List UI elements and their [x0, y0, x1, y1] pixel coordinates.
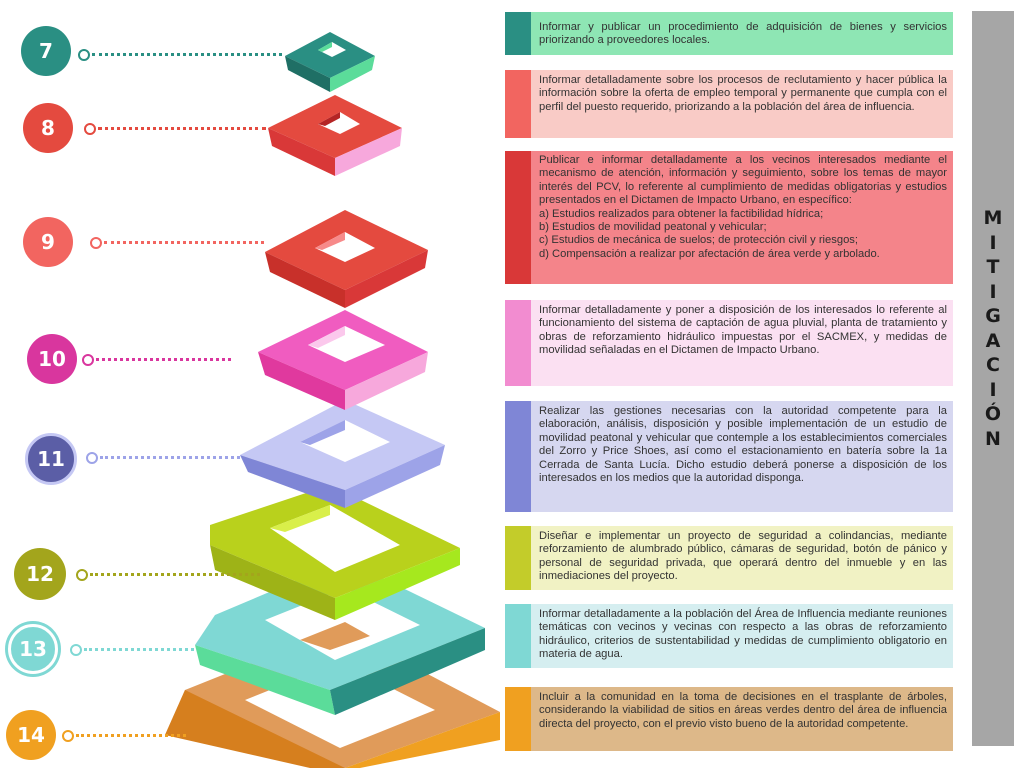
step-card-14: Incluir a la comunidad en la toma de dec…: [505, 687, 953, 751]
step-9-item-a: a) Estudios realizados para obtener la f…: [539, 207, 824, 220]
step-badge-14: 14: [6, 710, 56, 760]
connector-dot-8: [84, 123, 96, 135]
connector-line-13: [84, 648, 194, 651]
connector-dot-10: [82, 354, 94, 366]
connector-line-8: [98, 127, 266, 130]
step-badge-10: 10: [27, 334, 77, 384]
card-tab: [505, 604, 531, 668]
card-tab: [505, 687, 531, 751]
card-tab: [505, 12, 531, 55]
connector-line-7: [92, 53, 282, 56]
card-tab: [505, 300, 531, 386]
stacked-layers-illustration: [165, 32, 500, 768]
layer-12: [210, 485, 460, 620]
layer-11: [240, 400, 445, 508]
step-text-9: Publicar e informar detalladamente a los…: [531, 151, 953, 284]
step-card-8: Informar detalladamente sobre los proces…: [505, 70, 953, 138]
card-tab: [505, 151, 531, 284]
connector-dot-13: [70, 644, 82, 656]
step-9-item-c: c) Estudios de mecánica de suelos; de pr…: [539, 234, 858, 247]
step-card-9: Publicar e informar detalladamente a los…: [505, 151, 953, 284]
step-card-10: Informar detalladamente y poner a dispos…: [505, 300, 953, 386]
connector-line-14: [76, 734, 186, 737]
connector-dot-9: [90, 237, 102, 249]
step-card-11: Realizar las gestiones necesarias con la…: [505, 401, 953, 512]
connector-line-9: [104, 241, 264, 244]
step-text-11: Realizar las gestiones necesarias con la…: [539, 405, 947, 485]
step-9-item-b: b) Estudios de movilidad peatonal y vehi…: [539, 221, 767, 234]
step-card-12: Diseñar e implementar un proyecto de seg…: [505, 526, 953, 590]
connector-line-11: [100, 456, 240, 459]
step-text-9-intro: Publicar e informar detalladamente a los…: [539, 154, 947, 207]
step-text-13: Informar detalladamente a la población d…: [539, 608, 947, 661]
connector-dot-14: [62, 730, 74, 742]
step-badge-13: 13: [8, 624, 58, 674]
step-text-7: Informar y publicar un procedimiento de …: [539, 21, 947, 47]
connector-dot-7: [78, 49, 90, 61]
step-badge-9: 9: [23, 217, 73, 267]
step-badge-7: 7: [21, 26, 71, 76]
connector-dot-12: [76, 569, 88, 581]
step-card-13: Informar detalladamente a la población d…: [505, 604, 953, 668]
connector-dot-11: [86, 452, 98, 464]
layer-7: [285, 32, 375, 92]
step-text-12: Diseñar e implementar un proyecto de seg…: [539, 530, 947, 583]
step-badge-8: 8: [23, 103, 73, 153]
layer-13: [195, 560, 485, 715]
card-tab: [505, 526, 531, 590]
layer-8: [268, 95, 402, 176]
step-card-7: Informar y publicar un procedimiento de …: [505, 12, 953, 55]
connector-line-10: [96, 358, 231, 361]
step-badge-12: 12: [14, 548, 66, 600]
card-tab: [505, 70, 531, 138]
step-9-item-d: d) Compensación a realizar por afectació…: [539, 247, 880, 260]
step-text-10: Informar detalladamente y poner a dispos…: [539, 304, 947, 357]
layer-10: [258, 310, 428, 410]
card-tab: [505, 401, 531, 512]
connector-line-12: [90, 573, 260, 576]
layer-9: [265, 210, 428, 308]
step-text-8: Informar detalladamente sobre los proces…: [539, 74, 947, 113]
step-badge-11: 11: [25, 433, 77, 485]
step-text-14: Incluir a la comunidad en la toma de dec…: [539, 691, 947, 730]
